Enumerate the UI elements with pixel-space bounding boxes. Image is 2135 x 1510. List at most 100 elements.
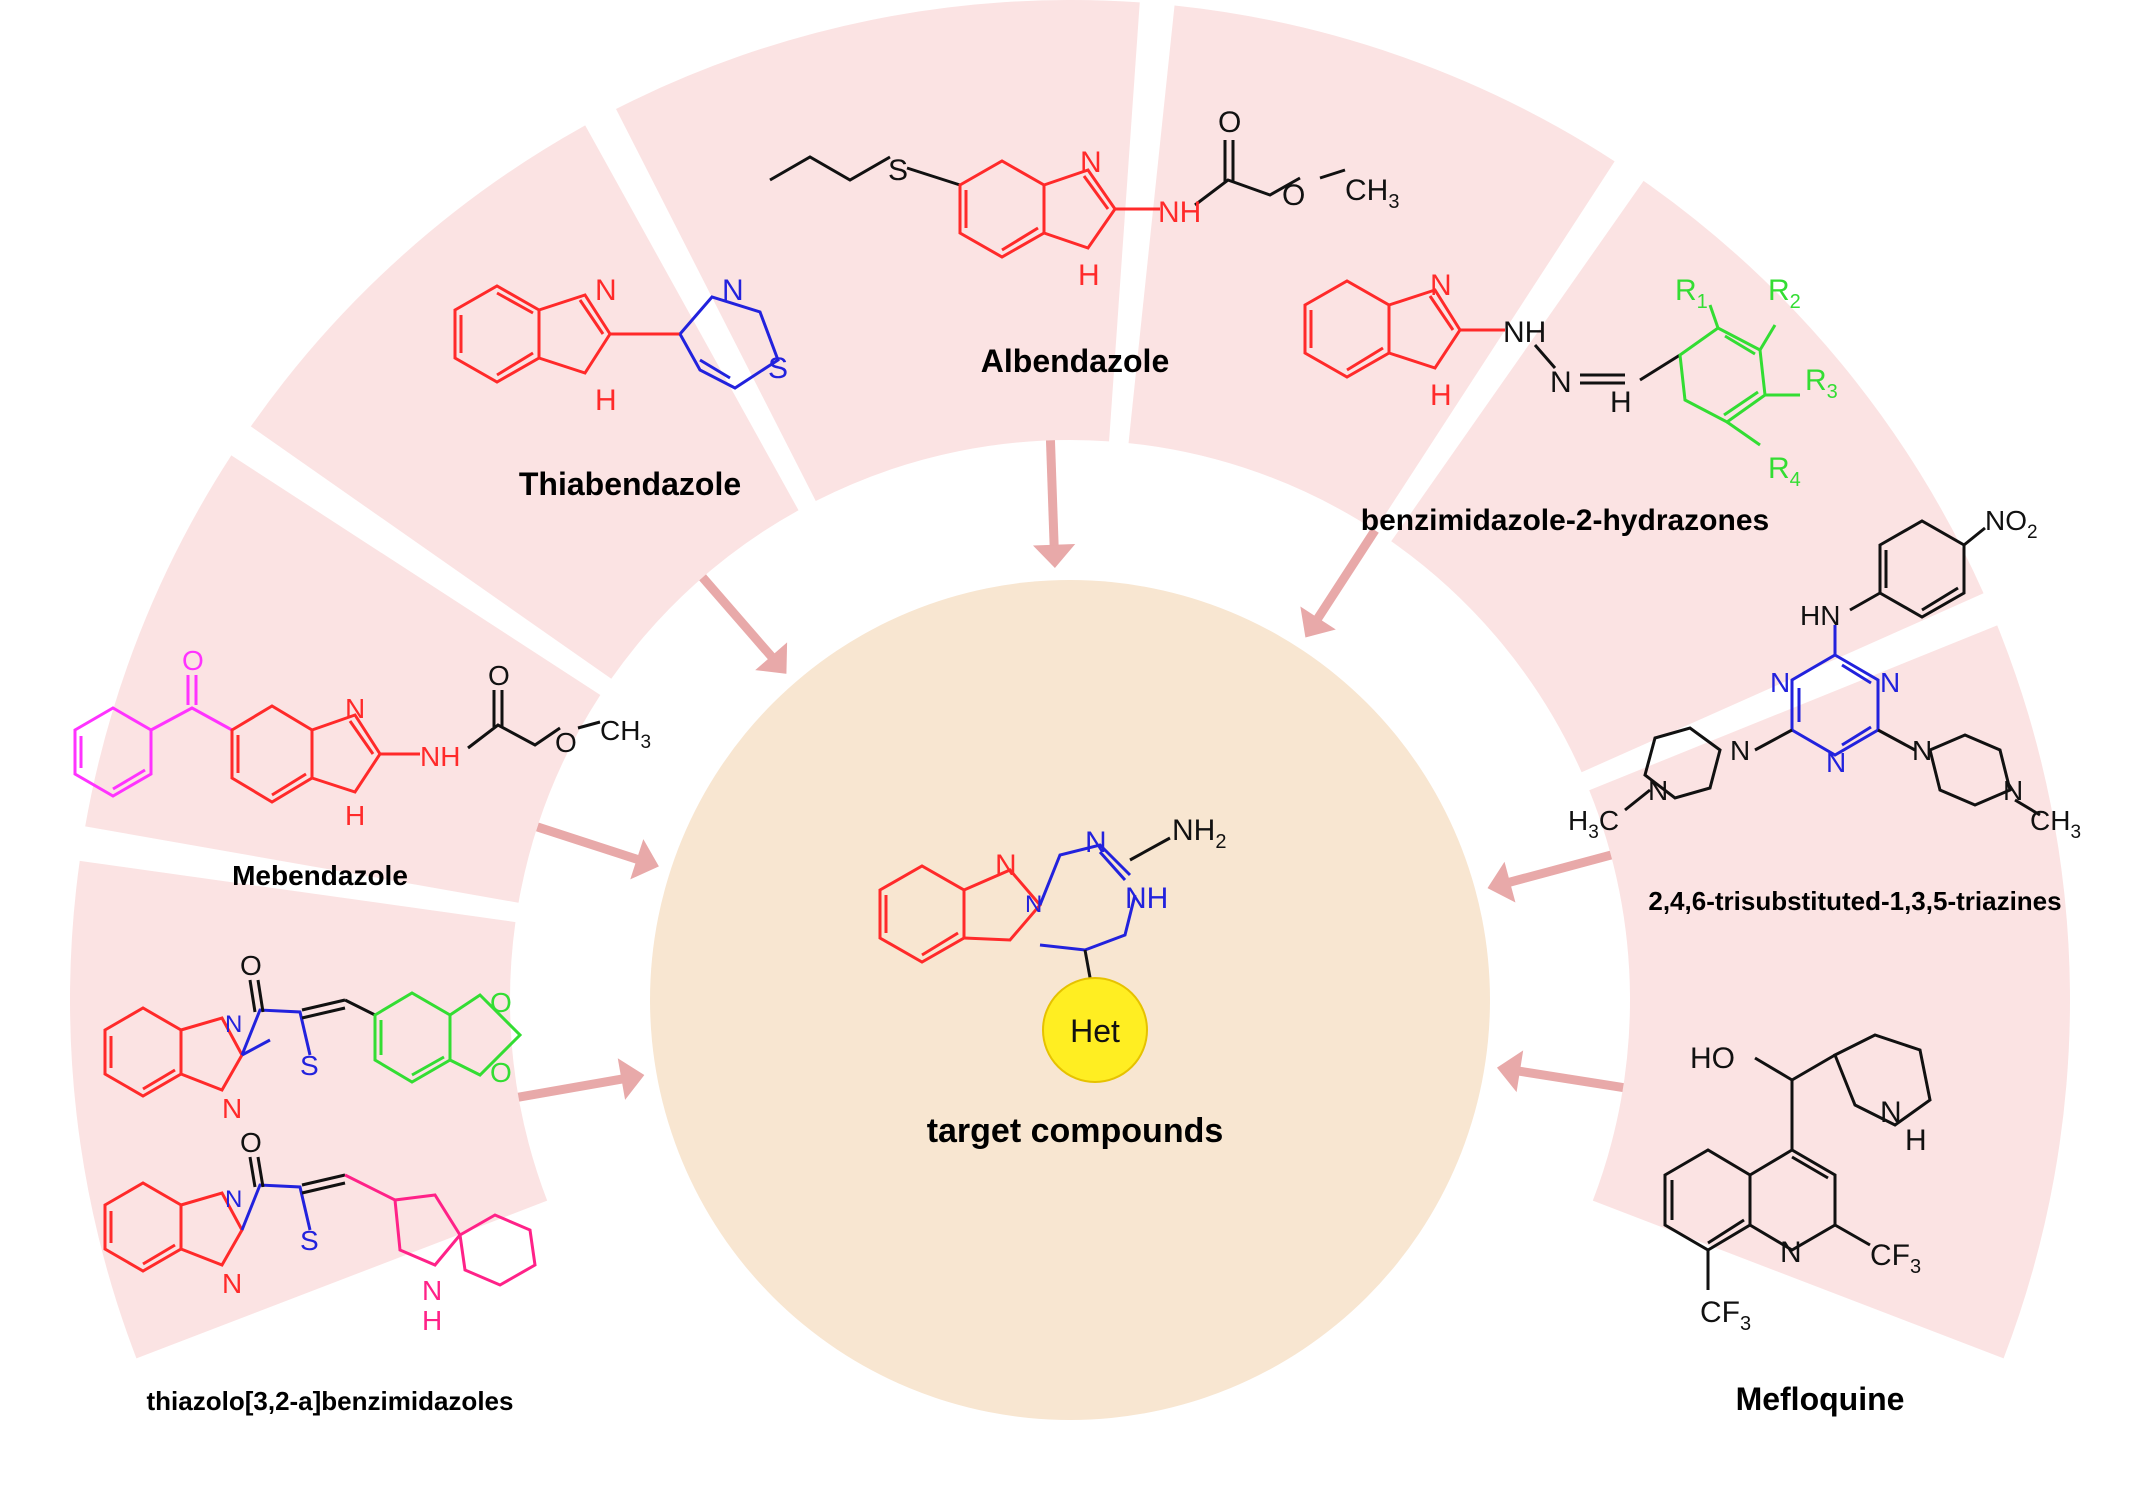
sector-thiabendazole — [250, 125, 799, 679]
thiazolo-o2: O — [240, 1127, 262, 1158]
sector-albendazole — [616, 0, 1140, 502]
thiazolo-n1: N — [225, 1011, 242, 1038]
hydrazones-r3: R3 — [1805, 364, 1838, 403]
albendazole-nh: NH — [1158, 196, 1201, 229]
albendazole-o: O — [1218, 106, 1241, 139]
triazines-atoms: NO2 HN N N N N N N N H3C CH3 — [1568, 505, 2081, 843]
hydrazones-r2: R2 — [1768, 274, 1801, 313]
triazines-hn: HN — [1800, 600, 1840, 631]
thiazolo-n1b: N — [222, 1093, 242, 1124]
albendazole-s: S — [888, 154, 908, 187]
thiabendazole-atoms: N H N S — [595, 274, 788, 417]
thiazolo-o1: O — [240, 950, 262, 981]
target-nh: NH — [1125, 882, 1168, 915]
mebendazole-h: H — [345, 800, 365, 831]
triazines-label: 2,4,6-trisubstituted-1,3,5-triazines — [1648, 886, 2061, 916]
thiazolo-nh: N — [422, 1275, 442, 1306]
thiazolo-n2b: N — [222, 1268, 242, 1299]
albendazole-ch3: CH3 — [1345, 174, 1399, 213]
het-label: Het — [1070, 1013, 1120, 1049]
albendazole-o2: O — [1282, 179, 1305, 212]
thiabendazole-s: S — [768, 352, 788, 385]
triazines-h3c: H3C — [1568, 805, 1619, 843]
hydrazones-h2: H — [1610, 386, 1632, 419]
target-n-ring: N — [1025, 891, 1042, 918]
mefloquine-structure — [1663, 1033, 1932, 1290]
triazines-n4: N — [1730, 735, 1750, 766]
mebendazole-nh: NH — [420, 741, 460, 772]
triazines-n3: N — [1826, 747, 1846, 778]
thiabendazole-label: Thiabendazole — [519, 466, 741, 502]
mebendazole-o3: O — [555, 727, 577, 758]
thiazolo-label: thiazolo[3,2-a]benzimidazoles — [147, 1386, 514, 1416]
mebendazole-o2: O — [488, 660, 510, 691]
mefloquine-atoms: HO N H N CF3 CF3 — [1690, 1042, 1927, 1335]
hydrazones-atoms: N NH H N H R1 R2 R3 R4 — [1430, 269, 1838, 491]
mefloquine-cf3-b: CF3 — [1700, 1296, 1751, 1335]
hydrazones-structure — [1303, 279, 1800, 447]
arrow-triazines — [1487, 850, 1613, 903]
mebendazole-o: O — [182, 645, 204, 676]
triazines-structure — [1624, 519, 2041, 817]
mebendazole-n: N — [345, 693, 365, 724]
arrow-mefloquine — [1496, 1050, 1624, 1093]
arrows — [517, 440, 1624, 1102]
thiazolo-s2: S — [300, 1225, 319, 1256]
arrow-thiabendazole — [699, 574, 788, 674]
triazines-n6: N — [1648, 775, 1668, 806]
target-atoms: N N N NH2 NH — [995, 814, 1226, 918]
mefloquine-label: Mefloquine — [1736, 1381, 1905, 1417]
sector-hydrazones — [1128, 5, 1615, 531]
hydrazones-label: benzimidazole-2-hydrazones — [1361, 504, 1769, 537]
triazines-ch3: CH3 — [2030, 805, 2081, 843]
sector-mebendazole — [85, 455, 601, 903]
thiazolo-s1: S — [300, 1050, 319, 1081]
mebendazole-atoms: O N NH H O O CH3 — [182, 645, 651, 831]
sector-thiazolo — [69, 860, 548, 1359]
sector-triazines — [1391, 180, 1984, 773]
arrow-mebendazole — [536, 822, 659, 880]
mefloquine-cf3-a: CF3 — [1870, 1239, 1921, 1278]
hydrazones-n2: N — [1550, 366, 1572, 399]
target-n-blue: N — [1085, 826, 1107, 859]
arrow-hydrazones — [1300, 527, 1379, 638]
hydrazones-r1: R1 — [1675, 274, 1708, 313]
albendazole-atoms: S N NH H O O CH3 — [888, 106, 1399, 292]
thiazolo-structure — [103, 979, 537, 1287]
target-n-red: N — [995, 849, 1017, 882]
albendazole-structure — [769, 140, 1346, 259]
arrow-thiazolo — [517, 1058, 645, 1102]
thiazolo-o-b: O — [490, 1057, 512, 1088]
albendazole-n: N — [1080, 146, 1102, 179]
target-structure — [878, 836, 1171, 1006]
sector-panels — [69, 0, 2070, 1359]
albendazole-h: H — [1078, 259, 1100, 292]
triazines-n5: N — [1912, 735, 1932, 766]
het-circle — [1042, 977, 1148, 1083]
thiazolo-atoms: O N S N O O O N S N N H — [222, 950, 512, 1336]
mefloquine-ho: HO — [1690, 1042, 1735, 1075]
thiabendazole-n: N — [595, 274, 617, 307]
thiazolo-h: H — [422, 1305, 442, 1336]
hydrazones-h: H — [1430, 379, 1452, 412]
albendazole-label: Albendazole — [981, 343, 1169, 379]
mefloquine-n: N — [1780, 1236, 1802, 1269]
triazines-n1: N — [1770, 667, 1790, 698]
thiabendazole-h: H — [595, 384, 617, 417]
hydrazones-r4: R4 — [1768, 452, 1801, 491]
triazines-n2: N — [1880, 667, 1900, 698]
mefloquine-nh: N — [1880, 1096, 1902, 1129]
mebendazole-label: Mebendazole — [232, 860, 408, 891]
sector-mefloquine — [1589, 625, 2070, 1359]
hydrazones-n: N — [1430, 269, 1452, 302]
hydrazones-nh: NH — [1503, 316, 1546, 349]
thiazolo-o-a: O — [490, 987, 512, 1018]
target-compounds-label: target compounds — [927, 1112, 1224, 1150]
thiazolo-n2: N — [225, 1186, 242, 1213]
triazines-n7: N — [2003, 775, 2023, 806]
mebendazole-structure — [73, 675, 601, 804]
triazines-no2: NO2 — [1985, 505, 2038, 543]
target-nh2: NH2 — [1172, 814, 1226, 853]
thiabendazole-structure — [453, 284, 780, 390]
